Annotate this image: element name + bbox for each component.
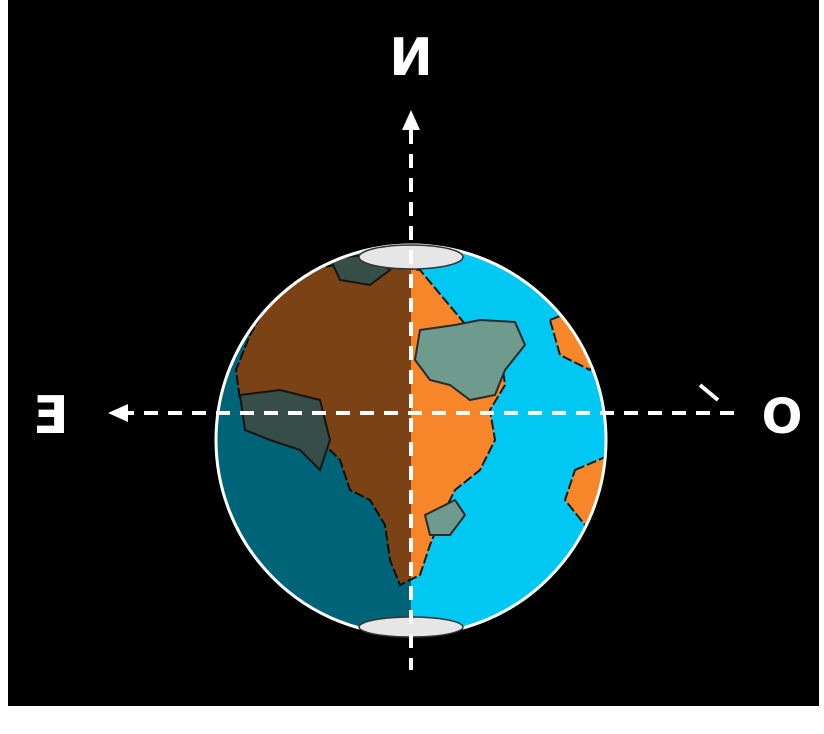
north-label: И [389,28,433,88]
east-label: Ǝ [32,386,68,446]
west-label: O [762,389,803,445]
